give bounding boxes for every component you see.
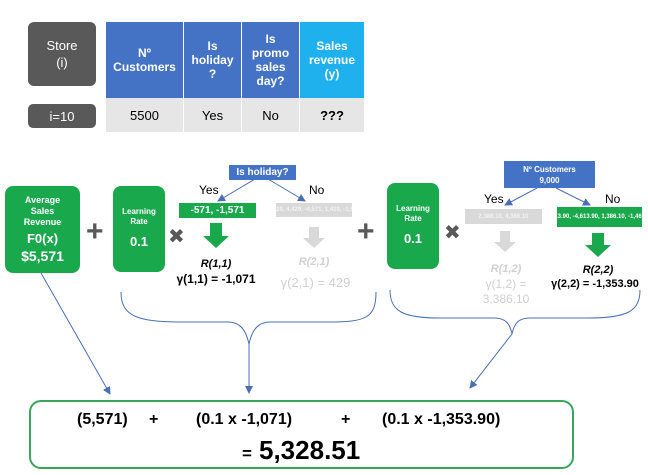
- tree1-yes-label: Yes: [199, 183, 219, 197]
- header-line: day?: [256, 74, 285, 88]
- tree2-yes-leaf: 2,386.10, 4,386.10: [465, 209, 542, 224]
- f0-line: Revenue: [23, 216, 62, 227]
- tree2-r-yes-name: R(1,2): [490, 263, 522, 275]
- tree1-brace: [120, 291, 377, 345]
- tree2-brace: [389, 289, 641, 335]
- result-term-tree1: (0.1 x -1,071): [196, 411, 293, 428]
- tree1-yes-branch: [217, 178, 256, 202]
- plus-operator-1: +: [86, 215, 104, 248]
- header-line: Is: [265, 32, 276, 46]
- cell-promo: No: [242, 98, 300, 132]
- cell-sales-revenue: ???: [300, 98, 364, 132]
- store-index-label: (i): [56, 55, 68, 70]
- tree1-r-no-name: R(2,1): [298, 256, 330, 268]
- times-operator-1: ✖: [168, 226, 185, 248]
- tree1-yes-down-arrow: [203, 223, 229, 248]
- result-equals: =: [242, 444, 252, 463]
- learning-rate-line: Learning: [396, 204, 430, 213]
- header-sales-revenue: Sales revenue (y): [300, 22, 364, 98]
- learning-rate-line: Learning: [122, 207, 156, 216]
- header-line: holiday: [191, 53, 234, 67]
- tree1-yes-leaf: -571, -1,571: [179, 203, 256, 218]
- f0-line: Average: [24, 194, 61, 205]
- tree2-to-result-arrow: [469, 333, 513, 389]
- result-plus-2: +: [341, 411, 351, 428]
- tree2-yes-down-arrow: [494, 231, 516, 252]
- header-line: Nº: [137, 46, 152, 60]
- tree1-no-branch: [267, 178, 306, 202]
- learning-rate-value: 0.1: [129, 234, 149, 249]
- tree2-r-yes-value: γ(1,2) = 3,386.10: [460, 277, 552, 307]
- header-line: promo: [251, 46, 290, 60]
- tree2-no-label: No: [605, 192, 621, 206]
- learning-rate-value: 0.1: [403, 231, 423, 246]
- tree2-r-no-value: γ(2,2) = -1,353.90: [551, 278, 639, 290]
- f0-value: $5,571: [21, 247, 64, 264]
- tree2-no-leaf: -1,613.90, -4,613.90, 1,386.10, -1,463.9…: [557, 207, 642, 227]
- plus-operator-2: +: [357, 215, 375, 248]
- tree1-no-leaf: 3,429, 4,429, -4,571, 1,429, -1,571: [276, 203, 352, 217]
- tree1-r-yes-value: γ(1,1) = -1,071: [176, 272, 256, 286]
- row-index-label: i=10: [28, 104, 96, 128]
- header-line: sales: [255, 60, 286, 74]
- header-line: ?: [208, 67, 217, 81]
- result-value: 5,328.51: [259, 435, 361, 465]
- tree2-question-line: Nº Customers: [523, 164, 576, 174]
- result-term-f0: (5,571): [77, 411, 128, 428]
- header-line: Is: [207, 39, 218, 53]
- learning-rate-box-2: Learning Rate 0.1: [387, 183, 439, 269]
- f0-name: F0(x): [26, 230, 59, 246]
- tree2-r-yes-value-line: 3,386.10: [482, 292, 530, 306]
- header-line: Sales: [316, 39, 348, 53]
- tree2-no-down-arrow: [585, 233, 611, 257]
- learning-rate-line: Rate: [404, 214, 422, 223]
- cell-customers: 5500: [106, 98, 184, 132]
- tree1-r-yes-name: R(1,1): [200, 258, 232, 270]
- store-label: Store: [46, 38, 78, 53]
- tree2-r-yes-value-line: γ(1,2) =: [485, 277, 527, 291]
- tree1-no-label: No: [309, 183, 325, 197]
- tree2-yes-branch: [504, 187, 538, 206]
- times-operator-2: ✖: [444, 222, 461, 244]
- result-box: [29, 400, 574, 469]
- f0-to-result-arrow: [40, 272, 111, 395]
- tree1-no-down-arrow: [303, 227, 325, 248]
- f0-average-revenue-box: Average Sales Revenue F0(x) $5,571: [5, 186, 80, 273]
- tree2-r-no-name: R(2,2): [582, 264, 614, 276]
- learning-rate-box-1: Learning Rate 0.1: [113, 186, 165, 272]
- learning-rate-line: Rate: [130, 217, 148, 226]
- header-holiday: Is holiday ?: [184, 22, 242, 98]
- f0-line: Sales: [30, 205, 55, 216]
- tree1-r-no-value: γ(2,1) = 429: [280, 275, 351, 290]
- tree2-question-line: 9,000: [539, 175, 560, 185]
- header-line: revenue: [308, 53, 356, 67]
- header-line: (y): [324, 67, 340, 81]
- tree2-no-branch: [555, 187, 591, 206]
- tree2-yes-label: Yes: [484, 192, 504, 206]
- tree2-question-box: Nº Customers 9,000: [504, 161, 595, 188]
- header-promo: Is promo sales day?: [242, 22, 300, 98]
- result-plus-1: +: [149, 411, 159, 428]
- header-customers: Nº Customers: [106, 22, 184, 98]
- result-term-tree2: (0.1 x -1,353.90): [382, 411, 501, 428]
- tree1-question-box: Is holiday?: [229, 165, 296, 180]
- header-line: Customers: [113, 60, 176, 74]
- cell-holiday: Yes: [184, 98, 242, 132]
- store-header: Store (i): [28, 22, 96, 86]
